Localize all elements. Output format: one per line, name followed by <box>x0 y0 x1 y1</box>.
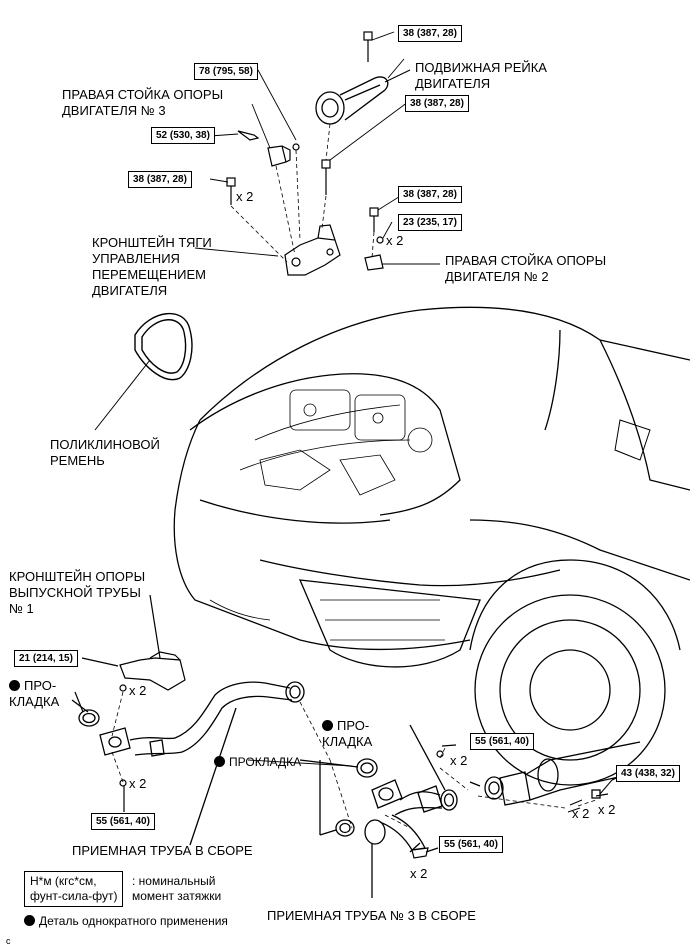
vehicle-front <box>173 306 690 786</box>
torque-box: 43 (438, 32) <box>616 765 680 782</box>
quantity-label: x 2 <box>129 776 147 791</box>
mount-2-drawing <box>364 254 384 271</box>
corner-mark: c <box>6 936 11 946</box>
quantity-label: x 2 <box>236 189 254 204</box>
exhaust-bracket-drawing <box>81 594 186 692</box>
front-pipe-3-drawing <box>299 724 458 898</box>
quantity-label: x 2 <box>410 866 428 881</box>
legend-non-reusable-text: Деталь однократного применения <box>39 914 228 928</box>
label-control-bracket: КРОНШТЕЙН ТЯГИ УПРАВЛЕНИЯ ПЕРЕМЕЩЕНИЕМ Д… <box>92 235 212 298</box>
label-right-mount-2: ПРАВАЯ СТОЙКА ОПОРЫ ДВИГАТЕЛЯ № 2 <box>445 253 607 284</box>
gasket-text: ПРО- КЛАДКА <box>9 678 60 709</box>
control-bracket-drawing <box>284 224 341 276</box>
dashed-lines-bottom <box>111 691 597 829</box>
quantity-label: x 2 <box>129 683 147 698</box>
torque-box: 23 (235, 17) <box>398 214 462 231</box>
label-right-mount-3: ПРАВАЯ СТОЙКА ОПОРЫ ДВИГАТЕЛЯ № 3 <box>62 87 224 118</box>
label-front-pipe: ПРИЕМНАЯ ТРУБА В СБОРЕ <box>72 843 253 858</box>
engine-rod-drawing <box>315 69 411 125</box>
gasket-text: ПРО- КЛАДКА <box>322 718 373 749</box>
label-exhaust-bracket: КРОНШТЕЙН ОПОРЫ ВЫПУСКНОЙ ТРУБЫ № 1 <box>9 569 146 616</box>
torque-box: 55 (561, 40) <box>470 733 534 750</box>
quantity-label: x 2 <box>386 233 404 248</box>
quantity-label: x 2 <box>572 806 590 821</box>
torque-box: 78 (795, 58) <box>194 63 258 80</box>
engine-bay <box>259 389 433 496</box>
front-pipe-drawing <box>71 681 305 846</box>
dashed-lines-top <box>230 123 375 263</box>
torque-box: 21 (214, 15) <box>14 650 78 667</box>
tail-pipe-drawing <box>469 741 651 813</box>
bolts-bottom <box>74 691 457 859</box>
torque-box: 38 (387, 28) <box>405 95 469 112</box>
torque-box: 55 (561, 40) <box>439 836 503 853</box>
torque-box: 38 (387, 28) <box>128 171 192 188</box>
non-reusable-icon <box>9 680 20 691</box>
quantity-label: x 2 <box>450 753 468 768</box>
legend-non-reusable: Деталь однократного применения <box>24 913 228 929</box>
non-reusable-icon <box>214 756 225 767</box>
torque-box: 55 (561, 40) <box>91 813 155 830</box>
torque-box: 52 (530, 38) <box>151 127 215 144</box>
gasket-text: ПРОКЛАДКА <box>229 755 302 769</box>
mount-3-drawing <box>267 145 291 167</box>
legend-unit-box: Н*м (кгс*см, фунт-сила-фут) <box>24 871 124 907</box>
label-v-belt: ПОЛИКЛИНОВОЙ РЕМЕНЬ <box>50 437 160 468</box>
label-gasket-left: ПРО- КЛАДКА <box>9 678 59 710</box>
torque-box: 38 (387, 28) <box>398 186 462 203</box>
label-engine-rod: ПОДВИЖНАЯ РЕЙКА ДВИГАТЕЛЯ <box>415 60 547 91</box>
legend-unit-desc: : номинальный момент затяжки <box>132 874 222 903</box>
label-gasket-mid: ПРОКЛАДКА <box>214 754 301 770</box>
torque-box: 38 (387, 28) <box>398 25 462 42</box>
label-front-pipe-3: ПРИЕМНАЯ ТРУБА № 3 В СБОРЕ <box>267 908 476 923</box>
label-gasket-right: ПРО- КЛАДКА <box>322 718 372 750</box>
bolts-top <box>226 31 384 244</box>
non-reusable-icon <box>24 915 35 926</box>
quantity-label: x 2 <box>598 802 616 817</box>
non-reusable-icon <box>322 720 333 731</box>
v-belt-drawing <box>94 313 193 431</box>
